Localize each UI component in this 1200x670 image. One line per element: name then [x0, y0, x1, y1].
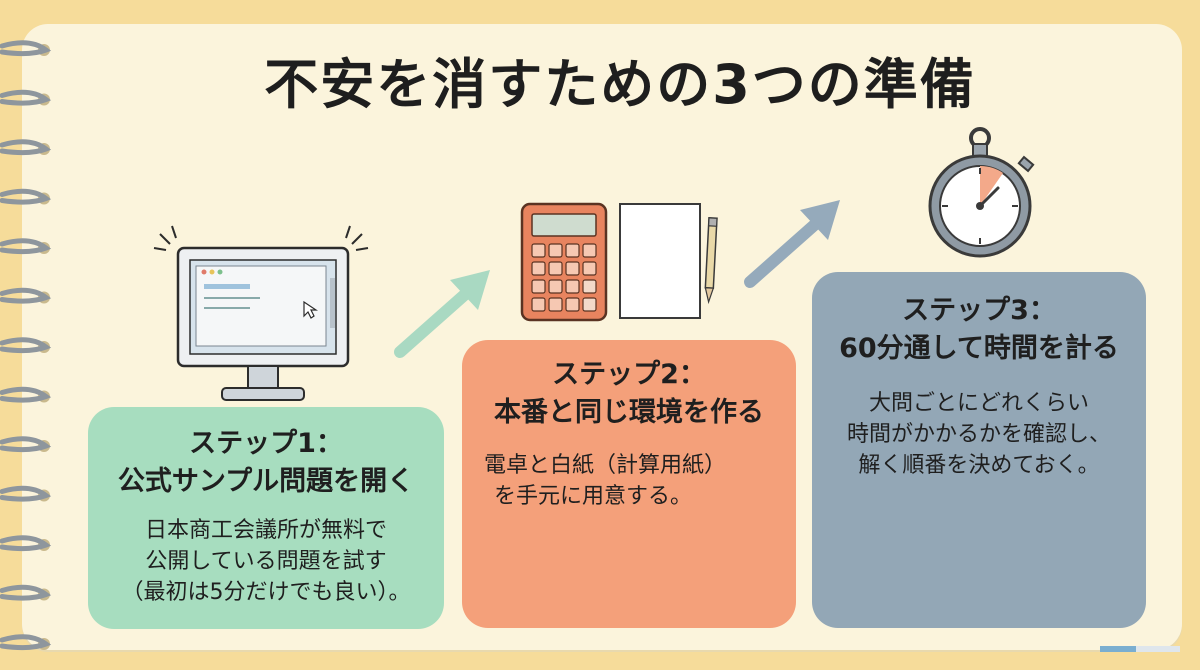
- step-3-title: 60分通して時間を計る: [839, 333, 1119, 364]
- step-3-description: 大問ごとにどれくらい 時間がかかるかを確認し、 解く順番を決めておく。: [846, 391, 1111, 478]
- calculator-key: [531, 279, 546, 294]
- binding-ring: [0, 287, 52, 304]
- calculator-key: [548, 279, 563, 294]
- step-2-card: ステップ2： 本番と同じ環境を作る 電卓と白紙（計算用紙） を手元に用意する。: [462, 340, 796, 628]
- binding-ring: [0, 139, 52, 156]
- spiral-binding: [0, 40, 52, 651]
- stopwatch-icon: [928, 127, 1035, 258]
- calculator-key: [548, 243, 563, 258]
- step-1-description: 日本商工会議所が無料で 公開している問題を試す （最初は5分だけでも良い）。: [121, 518, 411, 605]
- step-1-card: ステップ1： 公式サンプル問題を開く 日本商工会議所が無料で 公開している問題を…: [88, 407, 444, 629]
- calculator-key: [565, 297, 580, 312]
- calculator-key: [582, 279, 597, 294]
- binding-ring: [0, 40, 52, 57]
- binding-ring: [0, 584, 52, 601]
- calculator-key: [531, 243, 546, 258]
- calculator-key: [582, 261, 597, 276]
- step-2-description: 電卓と白紙（計算用紙） を手元に用意する。: [484, 453, 727, 509]
- step-2-title: 本番と同じ環境を作る: [494, 397, 764, 428]
- binding-ring: [0, 634, 52, 651]
- calculator-key: [565, 243, 580, 258]
- video-progress-bar[interactable]: [1100, 646, 1180, 652]
- binding-ring: [0, 535, 52, 552]
- calculator-key: [548, 297, 563, 312]
- calculator-key: [531, 261, 546, 276]
- step-3-card: ステップ3： 60分通して時間を計る 大問ごとにどれくらい 時間がかかるかを確認…: [812, 272, 1146, 628]
- calculator-key: [565, 261, 580, 276]
- calculator-key: [548, 261, 563, 276]
- calculator-key: [565, 279, 580, 294]
- calculator-key: [531, 297, 546, 312]
- calculator-key: [582, 297, 597, 312]
- binding-ring: [0, 89, 52, 106]
- arrow-up-right-icon: [394, 270, 490, 358]
- binding-ring: [0, 337, 52, 354]
- calculator-and-paper-icon: [520, 202, 718, 322]
- step-1-label: ステップ1：: [189, 428, 343, 459]
- progress-fill: [1100, 646, 1136, 652]
- page-title: 不安を消すための3つの準備: [264, 53, 976, 116]
- computer-monitor-icon: [153, 225, 369, 401]
- binding-ring: [0, 188, 52, 205]
- calculator-key: [582, 243, 597, 258]
- binding-ring: [0, 485, 52, 502]
- step-2-label: ステップ2：: [552, 359, 706, 390]
- step-1-title: 公式サンプル問題を開く: [117, 466, 415, 497]
- binding-ring: [0, 386, 52, 403]
- binding-ring: [0, 238, 52, 255]
- step-3-label: ステップ3：: [902, 295, 1056, 326]
- arrow-up-right-icon: [744, 200, 840, 288]
- binding-ring: [0, 436, 52, 453]
